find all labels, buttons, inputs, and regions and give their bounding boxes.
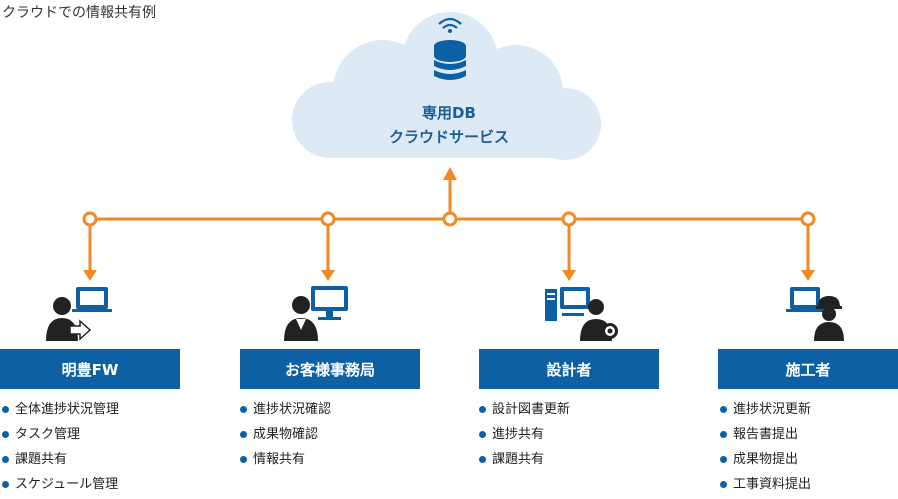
task-list-designer: 設計図書更新 進捗共有 課題共有 bbox=[479, 399, 570, 474]
connector-arrowheads bbox=[83, 167, 815, 281]
list-item: 進捗状況確認 bbox=[240, 399, 331, 424]
cloud-shape bbox=[292, 12, 601, 160]
list-item: 工事資料提出 bbox=[720, 474, 811, 499]
list-item: 進捗共有 bbox=[479, 424, 570, 449]
list-item: タスク管理 bbox=[2, 424, 119, 449]
connector-nodes bbox=[82, 211, 816, 227]
designer-workstation-gear-icon bbox=[545, 287, 618, 341]
list-item: 情報共有 bbox=[240, 449, 331, 474]
list-item: 設計図書更新 bbox=[479, 399, 570, 424]
list-item: 成果物提出 bbox=[720, 449, 811, 474]
list-item: 全体進捗状況管理 bbox=[2, 399, 119, 424]
list-item: 成果物確認 bbox=[240, 424, 331, 449]
role-box-designer: 設計者 bbox=[479, 349, 659, 389]
user-laptop-arrow-icon bbox=[46, 287, 112, 341]
list-item: スケジュール管理 bbox=[2, 474, 119, 499]
list-item: 課題共有 bbox=[2, 449, 119, 474]
task-list-meiho-fw: 全体進捗状況管理 タスク管理 課題共有 スケジュール管理 bbox=[2, 399, 119, 499]
businessman-monitor-icon bbox=[284, 286, 348, 341]
role-box-client-office: お客様事務局 bbox=[240, 349, 420, 389]
list-item: 課題共有 bbox=[479, 449, 570, 474]
construction-worker-laptop-icon bbox=[786, 287, 844, 341]
database-icon bbox=[434, 17, 466, 80]
list-item: 報告書提出 bbox=[720, 424, 811, 449]
cloud-subtitle: クラウドサービス bbox=[388, 128, 509, 146]
role-box-constructor: 施工者 bbox=[718, 349, 898, 389]
task-list-client-office: 進捗状況確認 成果物確認 情報共有 bbox=[240, 399, 331, 474]
page-title: クラウドでの情報共有例 bbox=[2, 5, 156, 21]
task-list-constructor: 進捗状況更新 報告書提出 成果物提出 工事資料提出 bbox=[720, 399, 811, 499]
list-item: 進捗状況更新 bbox=[720, 399, 811, 424]
role-box-meiho-fw: 明豊FW bbox=[0, 349, 180, 389]
cloud-title: 専用DB bbox=[422, 104, 476, 122]
